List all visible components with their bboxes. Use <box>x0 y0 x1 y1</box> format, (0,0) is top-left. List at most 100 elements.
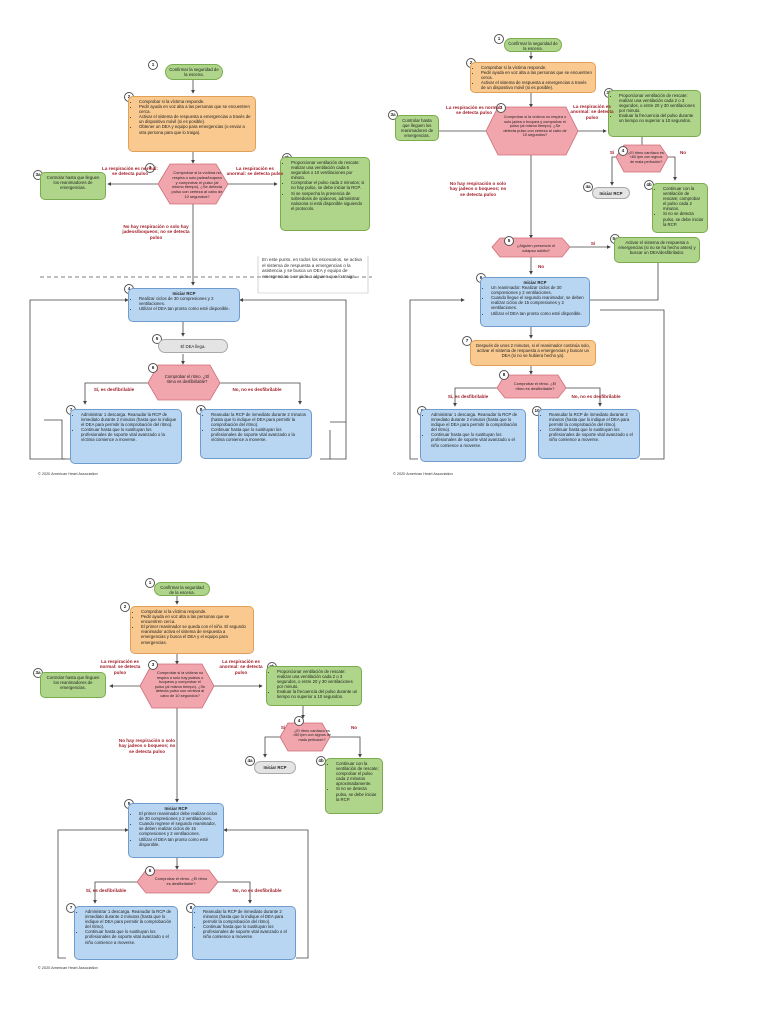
give-shock-box: Administrar 1 descarga. Reanudar la RCP … <box>74 906 178 960</box>
list-item: Comprobar si la víctima responde. <box>481 65 592 70</box>
heart-rate-question: ¿El ritmo cardíaco es <60 lpm con signos… <box>292 729 332 742</box>
step-number: 3 <box>145 163 155 173</box>
list-item: Si se sospecha la presencia de sobredosi… <box>291 191 366 211</box>
start-cpr-box: Iniciar RCP El primer reanimador debe re… <box>128 803 224 858</box>
check-response-box: Comprobar si la víctima responde. Pedir … <box>130 606 254 654</box>
step-number: 4a <box>583 182 593 192</box>
list-item: Utilizar el DEA tan pronto como esté dis… <box>139 837 220 847</box>
rescue-breathing-box: Proporcionar ventilación de rescate: rea… <box>280 157 370 231</box>
confirm-scene-box: Confirmar la seguridad de la escena. <box>154 582 210 596</box>
list-item: El primer reanimador debe realizar ciclo… <box>139 811 220 821</box>
label-no: No <box>350 725 358 730</box>
monitor-box: Controlar hasta que lleguen los reanimad… <box>40 672 106 698</box>
copyright: © 2020 American Heart Association <box>38 472 98 476</box>
list-item: Pedir ayuda en voz alta a las personas q… <box>139 104 252 114</box>
list-item: Continuar hasta que lo sustituyan los pr… <box>211 427 308 442</box>
step-number: 4 <box>618 146 628 156</box>
list-item: Continuar hasta que lo sustituyan los pr… <box>431 432 522 447</box>
list-item: Si no se detecta pulso, se debe iniciar … <box>663 211 704 226</box>
label-abnormal-breathing: La respiración es anormal: se detecta pu… <box>570 104 614 120</box>
copyright: © 2020 American Heart Association <box>38 966 98 970</box>
list-item: Comprobar si la víctima responde. <box>139 99 252 104</box>
step-number: 6 <box>148 363 158 373</box>
step-number: 1 <box>145 578 155 588</box>
give-shock-box: Administrar 1 descarga. Reanudar la RCP … <box>420 409 526 462</box>
label-abnormal-breathing: La respiración es anormal: se detecta pu… <box>219 659 263 675</box>
heart-rate-question: ¿El ritmo cardíaco es <60 lpm con signos… <box>628 151 664 164</box>
check-rhythm-question: Comprobar el ritmo. ¿El ritmo es desfibr… <box>513 381 557 391</box>
list-item: Evaluar la frecuencia del pulso durante … <box>619 113 697 123</box>
list-item: Comprobar el pulso cada 2 minutos; si no… <box>291 180 366 190</box>
label-not-shockable: No, no es desfibrilable <box>571 394 621 399</box>
check-rhythm-question: Comprobar el ritmo. ¿El ritmo es desfibr… <box>154 876 208 886</box>
witnessed-collapse-question: ¿Alguien presenció el colapso súbito? <box>516 243 556 253</box>
label-no-breathing: No hay respiración o solo hay jadeos o b… <box>118 738 176 754</box>
start-cpr-box: Iniciar RCP Un reanimador: Realizar cicl… <box>480 277 590 327</box>
label-not-shockable: No, no es desfibrilable <box>232 888 282 893</box>
continue-rescue-box: Continuar con la ventilación de rescate;… <box>325 758 383 814</box>
list-item: Pedir ayuda en voz alta a las personas q… <box>481 70 592 80</box>
adult-hex-3 <box>157 163 229 205</box>
adult-hex-6 <box>147 364 221 401</box>
label-no: No <box>679 150 687 155</box>
label-abnormal-breathing: La respiración es anormal: se detecta pu… <box>226 166 284 177</box>
list-item: Obtener un DEA y equipo para emergencias… <box>139 124 252 134</box>
list-item: Utilizar el DEA tan pronto como esté dis… <box>491 311 586 316</box>
list-item: Utilizar el DEA tan pronto como esté dis… <box>139 306 236 311</box>
box-title: Iniciar RCP <box>523 280 547 285</box>
list-item: Continuar hasta que lo sustituyan los pr… <box>85 929 174 944</box>
list-item: El primer reanimador se queda con el niñ… <box>141 624 250 644</box>
resume-cpr-box: Reanudar la RCP de inmediato durante 2 m… <box>192 906 296 960</box>
label-normal-breathing: La respiración es normal: se detecta pul… <box>102 166 158 177</box>
step-number: 3 <box>496 103 506 113</box>
box-title: Iniciar RCP <box>172 291 196 296</box>
step-number: 5 <box>504 236 514 246</box>
list-item: Pedir ayuda en voz alta a las personas q… <box>141 614 250 624</box>
check-rhythm-question: Comprobar el ritmo. ¿El ritmo es desfibr… <box>164 374 210 384</box>
step-number: 1 <box>494 34 504 44</box>
list-item: Continuar hasta que lo sustituyan los pr… <box>81 427 178 442</box>
list-item: Activar el sistema de respuesta a emerge… <box>139 114 252 124</box>
step-number: 6 <box>145 866 155 876</box>
list-item: Administrar 1 descarga. Reanudar la RCP … <box>431 412 522 432</box>
step-number: 4 <box>294 716 304 726</box>
continue-rescue-box: Continuar con la ventilación de rescate;… <box>652 183 708 233</box>
label-no-breathing: No hay respiración o solo hay jadeos o b… <box>449 181 507 197</box>
label-shockable: Sí, es desfibrilable <box>85 888 127 893</box>
activate-emergency-box: Activar el sistema de respuesta a emerge… <box>614 237 700 263</box>
monitor-box: Controlar hasta que lleguen los reanimad… <box>40 172 106 200</box>
box-title: Iniciar RCP <box>164 806 188 811</box>
list-item: Continuar hasta que lo sustituyan los pr… <box>549 427 636 442</box>
list-item: Continuar con la ventilación de rescate;… <box>336 761 379 786</box>
child-hex-4 <box>615 144 669 173</box>
scenario-note: En este punto, en todos los escenarios, … <box>262 257 362 279</box>
check-response-box: Comprobar si la víctima responde. Pedir … <box>128 96 256 152</box>
start-cpr-pill: Iniciar RCP <box>254 761 296 774</box>
step-number: 3 <box>148 660 158 670</box>
label-not-shockable: No, no es desfibrilable <box>232 387 282 392</box>
aed-arrives-box: El DEA llega. <box>158 339 228 353</box>
list-item: Un reanimador: Realizar ciclos de 30 com… <box>491 285 586 295</box>
rescue-breathing-box: Proporcionar ventilación de rescate: rea… <box>266 666 362 706</box>
step-number: 8 <box>499 370 509 380</box>
label-shockable: Sí, es desfibrilable <box>93 387 135 392</box>
list-item: Proporcionar ventilación de rescate: rea… <box>619 93 697 113</box>
infant-hex-4 <box>279 722 331 752</box>
label-yes: Sí <box>609 150 615 155</box>
give-shock-box: Administrar 1 descarga. Reanudar la RCP … <box>70 409 182 464</box>
resume-cpr-box: Reanudar la RCP de inmediato durante 2 m… <box>200 409 312 459</box>
step-number: 1 <box>148 60 158 70</box>
label-shockable: Sí, es desfibrilable <box>447 394 489 399</box>
list-item: Administrar 1 descarga. Reanudar la RCP … <box>85 909 174 929</box>
list-item: Proporcionar ventilación de rescate: rea… <box>277 669 358 689</box>
label-no-breathing: No hay respiración o solo hay jadeos/boq… <box>122 224 190 240</box>
list-item: Evaluar la frecuencia del pulso durante … <box>277 689 358 699</box>
list-item: Comprobar si la víctima responde. <box>141 609 250 614</box>
list-item: Continuar con la ventilación de rescate;… <box>663 186 704 211</box>
list-item: Cuando regrese el segundo reanimador, se… <box>139 821 220 836</box>
list-item: Reanudar la RCP de inmediato durante 2 m… <box>203 909 292 924</box>
step-number: 4a <box>245 756 255 766</box>
copyright: © 2020 American Heart Association <box>393 472 453 476</box>
rescue-breathing-box: Proporcionar ventilación de rescate: rea… <box>608 90 701 137</box>
